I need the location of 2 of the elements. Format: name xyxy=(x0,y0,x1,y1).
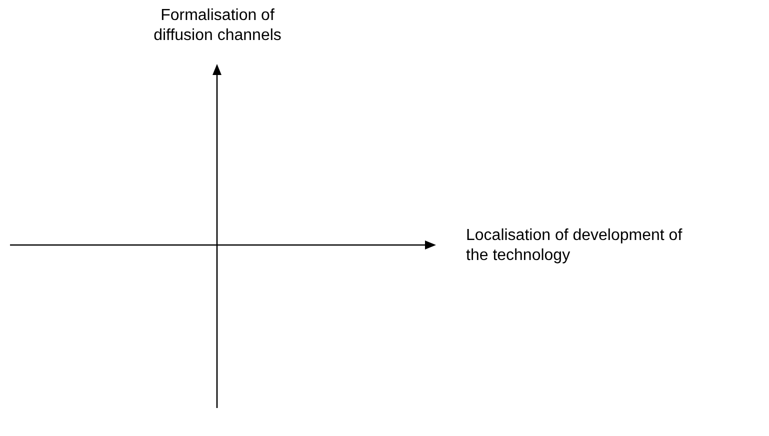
axis-label: Localisation of development of the technology xyxy=(466,226,684,266)
axis-label: Formalisation of diffusion channels xyxy=(152,6,282,46)
